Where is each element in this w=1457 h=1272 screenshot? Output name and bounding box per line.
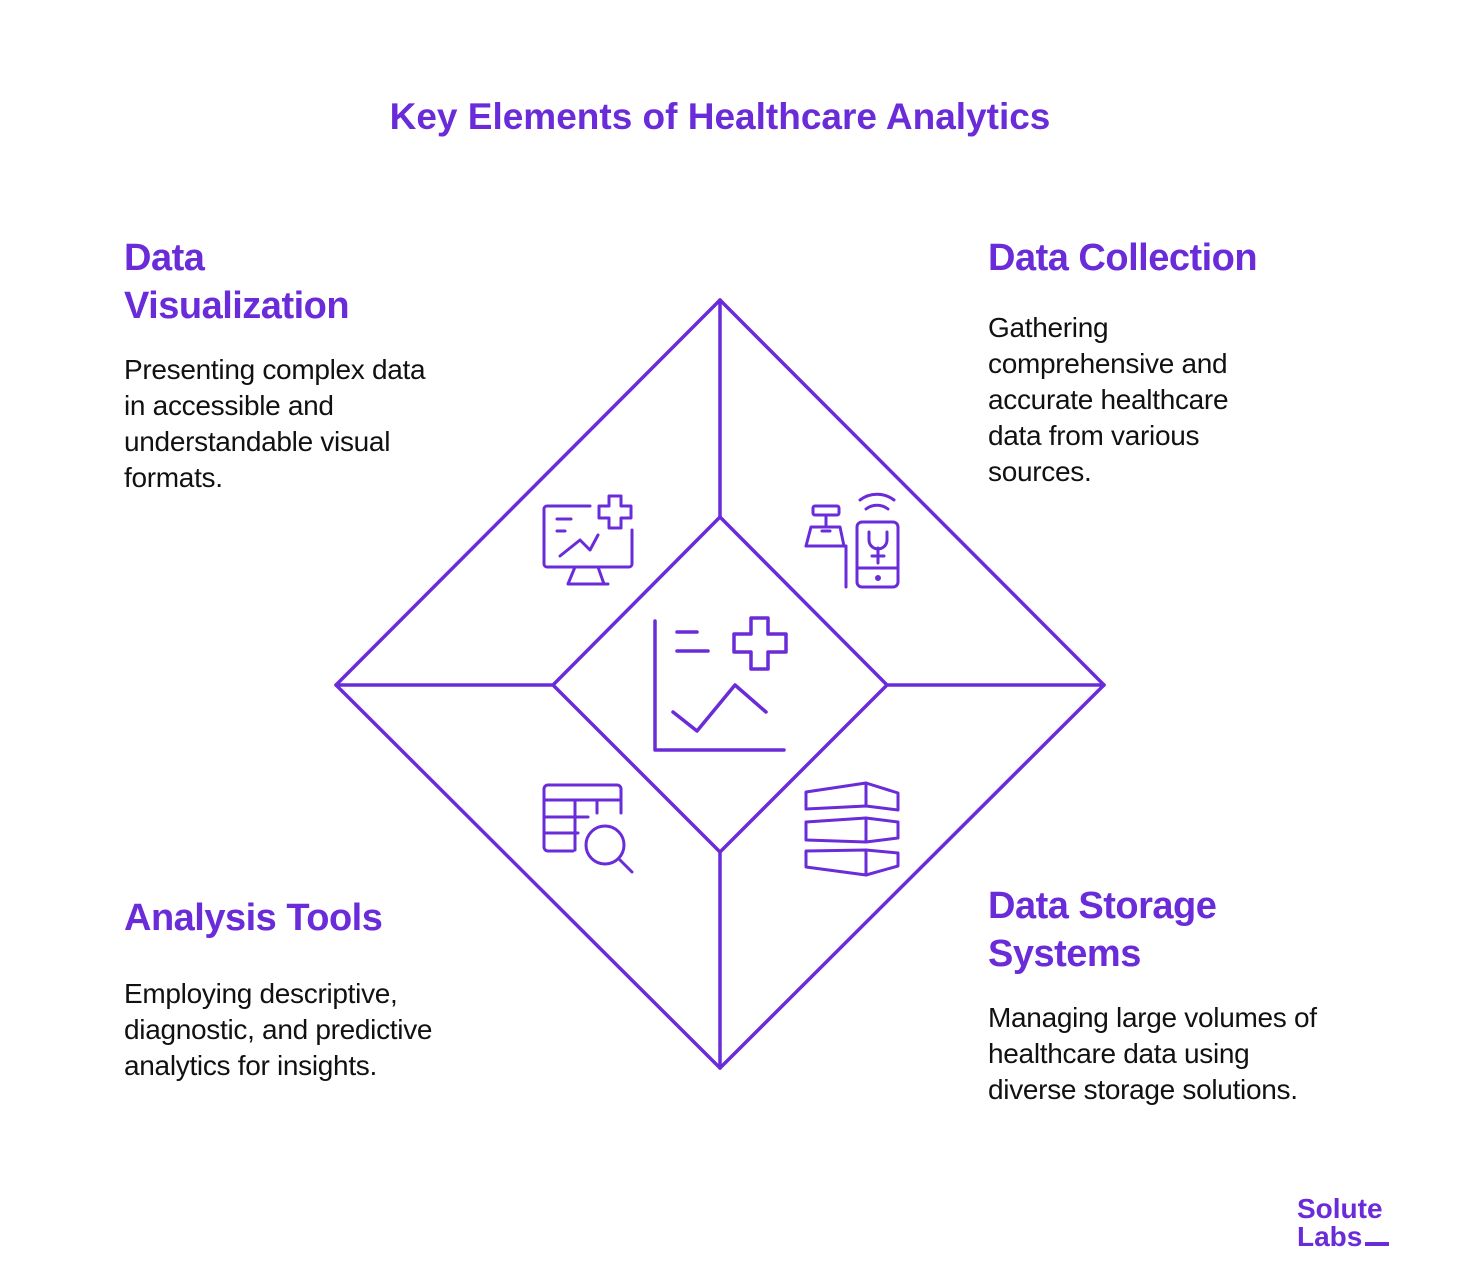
description-data-collection: Gathering comprehensive and accurate hea…: [988, 312, 1229, 487]
logo-line1: Solute: [1297, 1193, 1383, 1224]
heading-data-storage-systems: Data Storage Systems: [988, 885, 1217, 975]
stacked-storage-icon: [804, 781, 900, 877]
heading-data-collection: Data Collection: [988, 237, 1258, 279]
scale-phone-wireless-icon: [804, 492, 900, 589]
heading-analysis-tools: Analysis Tools: [124, 897, 383, 939]
description-analysis-tools: Employing descriptive, diagnostic, and p…: [124, 978, 433, 1081]
heading-data-visualization: Data Visualization: [124, 237, 350, 327]
description-data-storage-systems: Managing large volumes of healthcare dat…: [988, 1002, 1317, 1105]
page-title: Key Elements of Healthcare Analytics: [389, 96, 1051, 137]
diamond-frame: [334, 298, 1106, 1070]
logo-line2: Labs: [1297, 1221, 1363, 1252]
healthcare-chart-icon: [653, 616, 788, 752]
description-data-visualization: Presenting complex data in accessible an…: [124, 354, 426, 493]
solutelabs-logo: Solute Labs: [1297, 1193, 1390, 1252]
logo-underscore: [1365, 1242, 1390, 1246]
monitor-chart-plus-icon: [542, 494, 634, 586]
table-search-icon: [542, 783, 634, 874]
